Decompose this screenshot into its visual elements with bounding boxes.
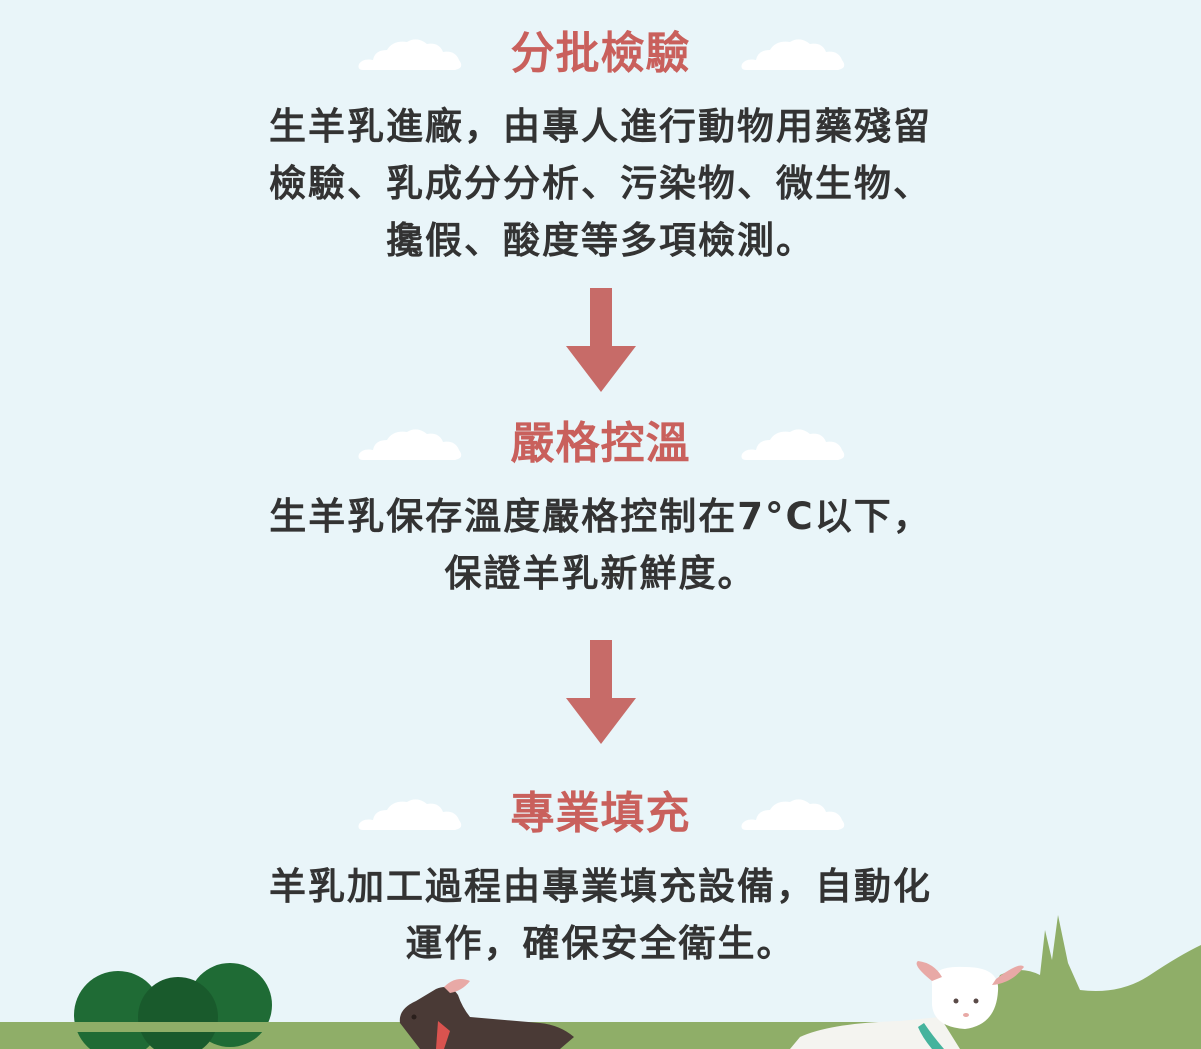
description-line: 運作，確保安全衛生。	[405, 922, 796, 965]
bush-icon	[74, 963, 272, 1049]
section-title: 專業填充	[510, 788, 691, 839]
description-line: 攙假、酸度等多項檢測。	[386, 219, 815, 262]
cloud-icon	[741, 429, 845, 460]
cloud-icon	[358, 799, 462, 830]
section-3-heading-row: 專業填充	[0, 784, 1201, 844]
cloud-icon	[358, 429, 462, 460]
section-title: 嚴格控溫	[510, 418, 691, 469]
description-line: 檢驗、乳成分分析、污染物、微生物、	[269, 162, 932, 205]
section-title: 分批檢驗	[510, 28, 691, 79]
section-description: 羊乳加工過程由專業填充設備，自動化 運作，確保安全衛生。	[0, 858, 1201, 972]
cloud-icon	[741, 39, 845, 70]
down-arrow-icon	[566, 640, 636, 744]
meadow-scene	[0, 915, 1201, 1049]
description-line: 保證羊乳新鮮度。	[444, 552, 757, 595]
section-description: 生羊乳保存溫度嚴格控制在7°C以下， 保證羊乳新鮮度。	[0, 488, 1201, 602]
description-line: 生羊乳進廠，由專人進行動物用藥殘留	[269, 105, 932, 148]
brown-goat-icon	[399, 979, 574, 1049]
cloud-icon	[358, 39, 462, 70]
section-2-heading-row: 嚴格控溫	[0, 414, 1201, 474]
white-goat-icon	[790, 961, 1024, 1049]
section-1-heading-row: 分批檢驗	[0, 24, 1201, 84]
section-description: 生羊乳進廠，由專人進行動物用藥殘留 檢驗、乳成分分析、污染物、微生物、 攙假、酸…	[0, 98, 1201, 269]
description-line: 生羊乳保存溫度嚴格控制在7°C以下，	[269, 495, 932, 538]
description-line: 羊乳加工過程由專業填充設備，自動化	[269, 865, 932, 908]
cloud-icon	[741, 799, 845, 830]
hill-icon	[960, 915, 1201, 1049]
down-arrow-icon	[566, 288, 636, 392]
